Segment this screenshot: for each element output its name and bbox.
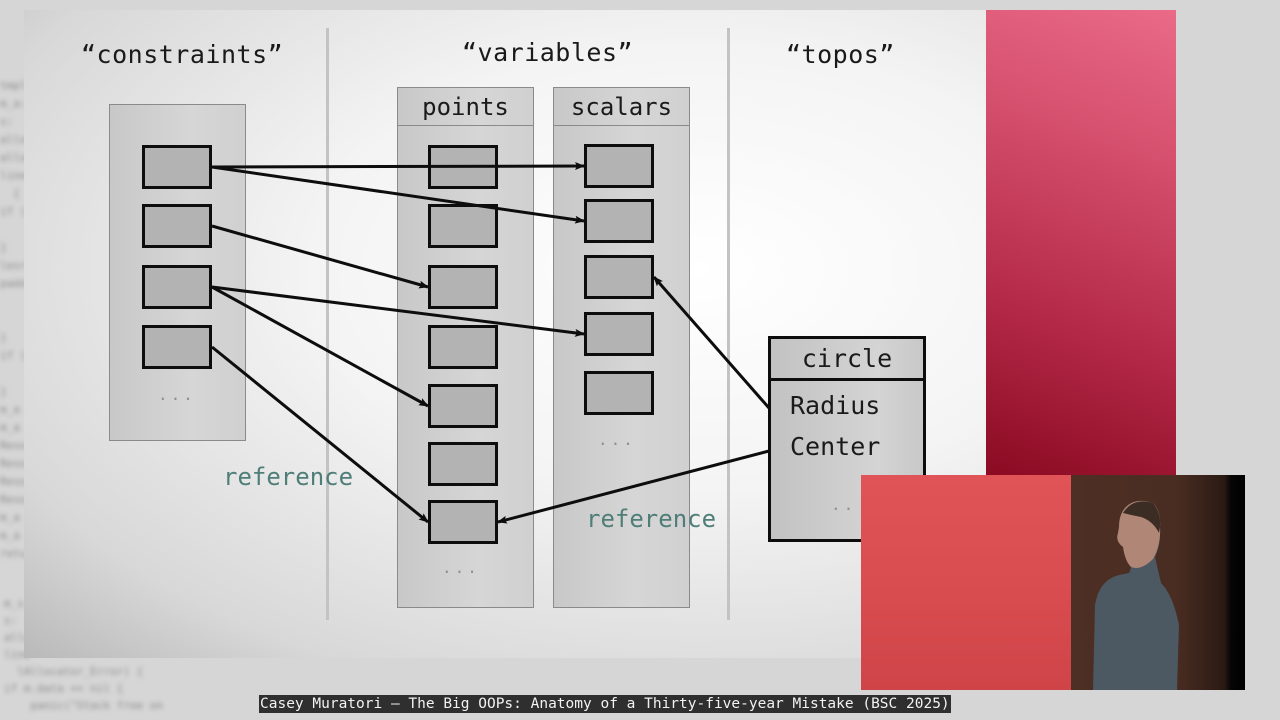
reference-arrow — [497, 449, 770, 524]
scalars-cell — [584, 312, 654, 356]
reference-arrow — [211, 162, 585, 171]
points-cell — [428, 384, 498, 428]
background-code-line: if ( — [0, 205, 27, 218]
circle-title: circle — [771, 339, 923, 381]
points-cell — [428, 265, 498, 309]
background-code-line: panic("Stack free on — [4, 699, 163, 712]
scalars-cell — [584, 371, 654, 415]
background-code-line: lAllocator_Error) { — [4, 665, 144, 678]
divider-2 — [727, 28, 730, 620]
video-caption: Casey Muratori — The Big OOPs: Anatomy o… — [259, 695, 951, 713]
background-code-line: { — [0, 187, 20, 200]
heading-constraints: “constraints” — [81, 40, 284, 69]
background-code-line: s: — [4, 614, 18, 627]
points-cell — [428, 325, 498, 369]
speaker-video — [861, 475, 1245, 690]
ellipsis: ... — [442, 558, 480, 577]
background-code-line: retu — [0, 547, 27, 560]
circle-field-center: Center — [790, 432, 881, 461]
points-cell — [428, 442, 498, 486]
reference-label-left: reference — [223, 463, 354, 491]
scalars-cell — [584, 255, 654, 299]
ellipsis: .. — [831, 495, 857, 514]
red-wall — [861, 475, 1071, 690]
reference-label-right: reference — [586, 505, 717, 533]
background-code-line: if ( — [0, 349, 27, 362]
background-code-line: line — [0, 169, 27, 182]
background-code-line: m_a — [0, 529, 20, 542]
background-code-line: line — [4, 648, 31, 661]
scalars-cell — [584, 199, 654, 243]
background-code-line: padd — [0, 277, 27, 290]
reference-arrow — [211, 165, 585, 224]
constraints-cell — [142, 325, 212, 369]
heading-topos: “topos” — [786, 40, 895, 69]
background-code-line: m_a — [0, 511, 20, 524]
slide: “constraints” “variables” “topos” ... po… — [24, 10, 986, 658]
background-code-line: Reso — [0, 475, 27, 488]
red-accent-panel — [986, 10, 1176, 475]
ellipsis: ... — [158, 385, 196, 404]
reference-arrow — [211, 224, 429, 289]
points-header: points — [398, 88, 533, 126]
reference-arrow — [211, 345, 429, 524]
background-code-line: m_a — [0, 403, 20, 416]
background-code-line: if m.data == nil { — [4, 682, 124, 695]
divider-1 — [326, 28, 329, 620]
constraints-cell — [142, 204, 212, 248]
background-code-line: Reso — [0, 439, 27, 452]
speaker-hair — [1123, 501, 1161, 533]
background-code-line: s: — [0, 115, 20, 128]
circle-field-radius: Radius — [790, 391, 881, 420]
scalars-header: scalars — [554, 88, 689, 126]
background-code-line: } — [0, 385, 7, 398]
background-code-line: } — [0, 241, 7, 254]
reference-arrow — [652, 276, 771, 409]
background-code-line: lesr — [0, 259, 27, 272]
background-code-line: Reso — [0, 457, 27, 470]
background-code-line: } — [0, 331, 7, 344]
ellipsis: ... — [598, 430, 636, 449]
constraints-cell — [142, 145, 212, 189]
reference-arrows — [211, 162, 771, 524]
constraints-cell — [142, 265, 212, 309]
reference-arrow — [211, 285, 585, 337]
points-cell — [428, 500, 498, 544]
scalars-cell — [584, 144, 654, 188]
heading-variables: “variables” — [462, 38, 634, 67]
speaker-figure — [1093, 500, 1179, 690]
reference-arrow — [211, 285, 429, 408]
points-cell — [428, 204, 498, 248]
background-code-line: m_a — [0, 421, 20, 434]
background-code-line: Reso — [0, 493, 27, 506]
